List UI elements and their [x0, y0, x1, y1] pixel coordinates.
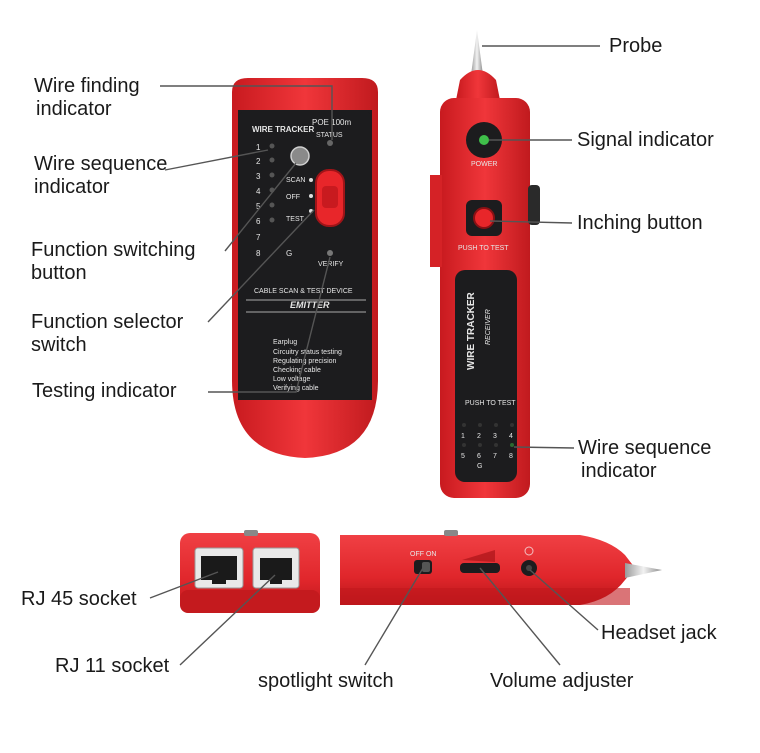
svg-text:Earplug: Earplug [273, 339, 297, 346]
label-signal-indicator: Signal indicator [577, 129, 714, 151]
svg-text:8: 8 [256, 249, 261, 258]
svg-text:CABLE SCAN & TEST DEVICE: CABLE SCAN & TEST DEVICE [254, 288, 353, 295]
leader-lines [149, 45, 600, 666]
svg-text:4: 4 [509, 433, 513, 440]
function-switching-button [290, 146, 310, 166]
svg-text:Verifying cable: Verifying cable [273, 385, 319, 392]
label-spotlight-switch: spotlight switch [258, 670, 394, 692]
svg-text:6: 6 [256, 217, 261, 226]
label-receiver-wire-sequence: Wire sequence indicator [578, 437, 712, 482]
svg-text:5: 5 [256, 202, 261, 211]
label-volume-adjuster: Volume adjuster [490, 670, 634, 692]
receiver-sequence-leds [462, 423, 514, 447]
svg-text:2: 2 [477, 433, 481, 440]
svg-text:POWER: POWER [471, 161, 497, 168]
svg-text:8: 8 [509, 453, 513, 460]
svg-text:3: 3 [256, 172, 261, 181]
svg-text:7: 7 [256, 233, 261, 242]
label-probe: Probe [609, 35, 663, 57]
svg-text:1: 1 [256, 143, 261, 152]
probe-tip [471, 30, 483, 75]
label-rj45-socket: RJ 45 socket [21, 588, 137, 610]
emitter-status: STATUS [316, 132, 343, 139]
svg-text:6: 6 [477, 453, 481, 460]
svg-text:G: G [286, 249, 292, 258]
receiver-side-view [340, 530, 662, 605]
label-inching-button: Inching button [577, 212, 703, 234]
svg-text:1: 1 [461, 433, 465, 440]
svg-text:PUSH TO TEST: PUSH TO TEST [465, 400, 516, 407]
side-probe-tip [625, 563, 662, 578]
emitter-socket-end [180, 530, 320, 613]
svg-text:PUSH TO TEST: PUSH TO TEST [458, 245, 509, 252]
emitter-brand: WIRE TRACKER [252, 125, 314, 134]
label-wire-finding: Wire finding indicator [34, 75, 140, 120]
emitter-device [232, 78, 378, 458]
label-function-switching: Function switching button [31, 239, 196, 284]
label-rj11-socket: RJ 11 socket [55, 655, 170, 677]
svg-text:Circuitry status testing: Circuitry status testing [273, 349, 342, 356]
svg-text:3: 3 [493, 433, 497, 440]
inching-button [473, 207, 495, 229]
svg-text:RECEIVER: RECEIVER [485, 309, 492, 345]
svg-text:OFF ON: OFF ON [410, 551, 436, 558]
svg-text:4: 4 [256, 187, 261, 196]
svg-text:Checking cable: Checking cable [273, 367, 321, 374]
svg-text:5: 5 [461, 453, 465, 460]
svg-text:OFF: OFF [286, 194, 300, 201]
svg-text:G: G [477, 463, 482, 470]
label-testing-indicator: Testing indicator [32, 380, 177, 402]
label-wire-sequence: Wire sequence indicator [34, 153, 168, 198]
testing-led [327, 250, 333, 256]
signal-indicator-led [479, 135, 489, 145]
wire-finding-led [327, 140, 333, 146]
svg-text:Regulating precision: Regulating precision [273, 358, 337, 365]
receiver-device [430, 30, 540, 498]
svg-text:WIRE TRACKER: WIRE TRACKER [466, 291, 477, 370]
svg-text:SCAN: SCAN [286, 177, 305, 184]
label-function-selector: Function selector switch [31, 311, 184, 356]
svg-text:2: 2 [256, 157, 261, 166]
svg-text:7: 7 [493, 453, 497, 460]
label-headset-jack: Headset jack [601, 622, 717, 644]
svg-text:TEST: TEST [286, 216, 305, 223]
receiver-panel [455, 270, 517, 482]
svg-text:EMITTER: EMITTER [290, 300, 330, 310]
svg-text:VERIFY: VERIFY [318, 261, 344, 268]
svg-text:Low voltage: Low voltage [273, 376, 310, 383]
